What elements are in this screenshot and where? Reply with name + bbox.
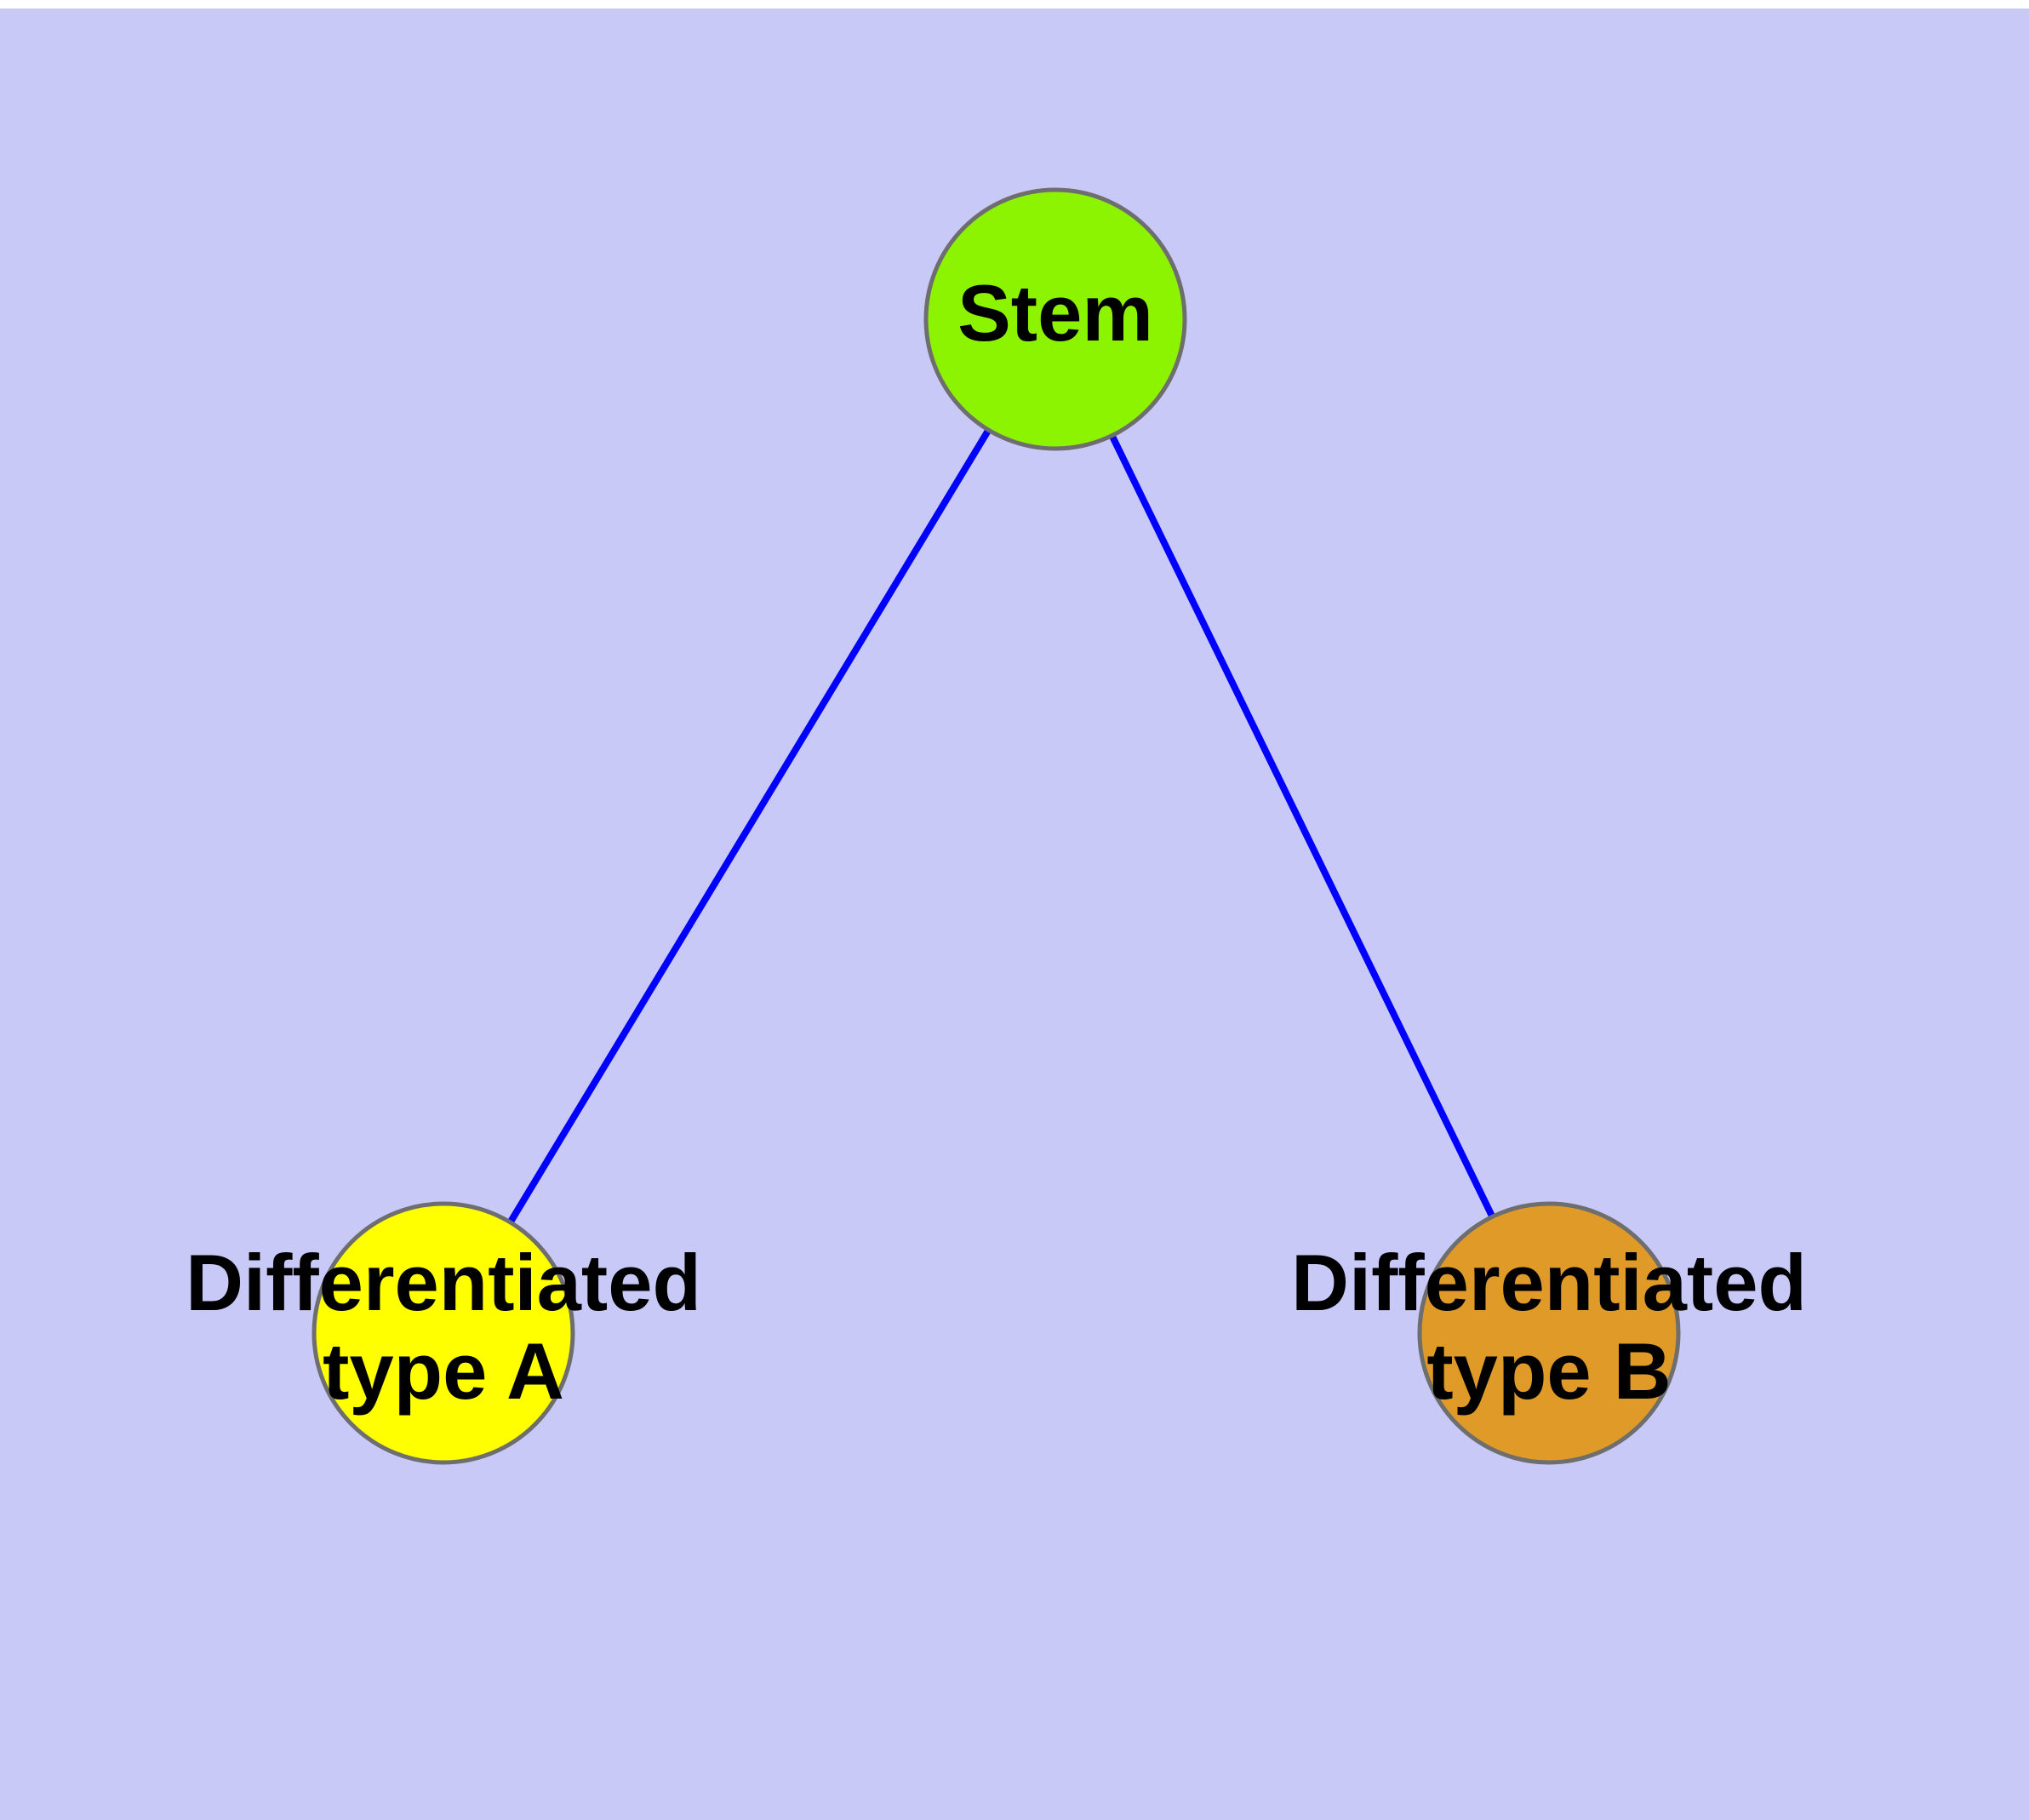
graph-node-stem[interactable]: [923, 187, 1187, 451]
graph-node-label-stem: Stem: [957, 268, 1153, 358]
graph-edge-stem-to-diff_b: [1108, 433, 1496, 1219]
nodes-layer: [311, 187, 1681, 1465]
graph-node-label-line: Differentiated: [1291, 1238, 1807, 1327]
graph-node-label-line: type A: [323, 1326, 564, 1416]
edges-layer: [507, 428, 1496, 1224]
graph-node-diff_b[interactable]: [1417, 1201, 1681, 1465]
graph-node-label-line: Differentiated: [186, 1238, 701, 1327]
graph-node-label-line: Stem: [957, 268, 1153, 358]
graph-node-label-line: type B: [1426, 1326, 1671, 1416]
graph-edge-stem-to-diff_a: [507, 428, 992, 1224]
graph-node-diff_a[interactable]: [311, 1201, 575, 1465]
